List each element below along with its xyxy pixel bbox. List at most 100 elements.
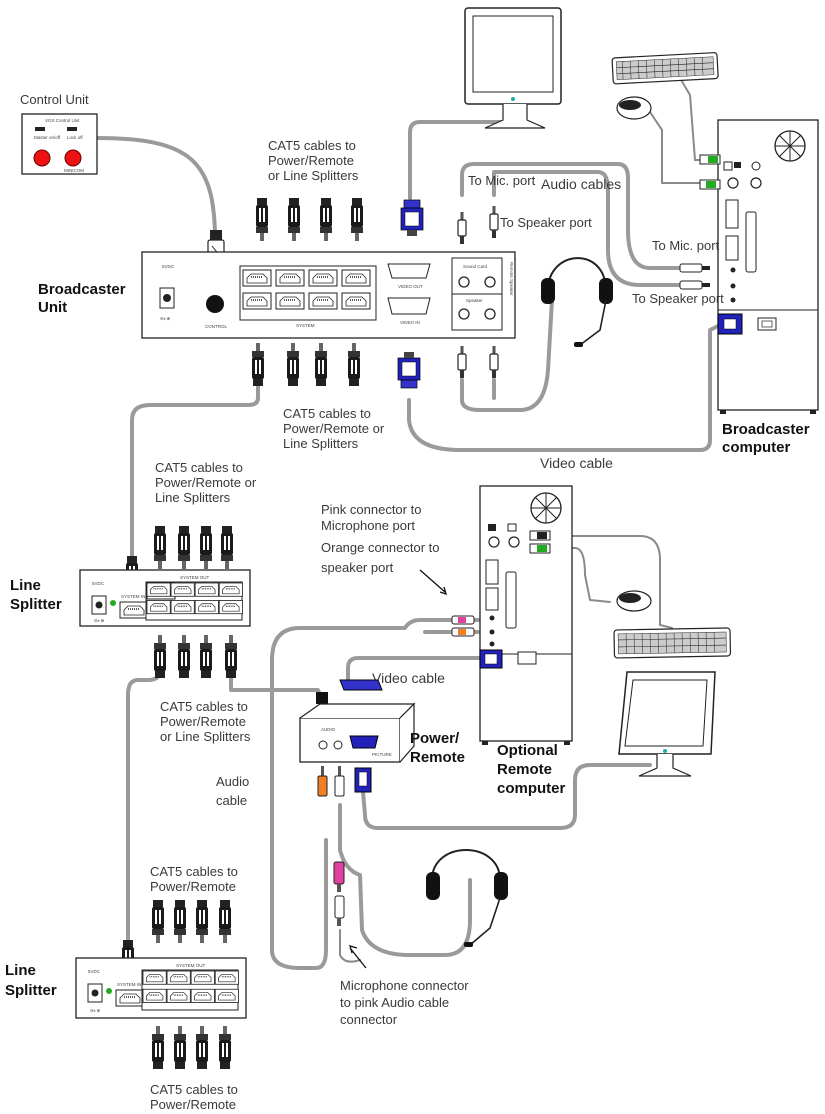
mic-connector-note-1: Microphone connector	[340, 978, 469, 993]
cat5-ls2-top-label-2: Power/Remote	[150, 879, 236, 894]
cat5-ls2-bottom-label-1: CAT5 cables to	[150, 1082, 238, 1097]
monitor-icon	[464, 7, 562, 129]
cat5-top-label-1: CAT5 cables to	[268, 138, 356, 153]
mouse-icon	[616, 590, 652, 612]
vga-connector-icon	[717, 313, 743, 335]
ls2-polarity: ⊖◐⊕	[90, 1008, 100, 1013]
bu-video-in-label: VIDEO IN	[400, 320, 420, 325]
to-speaker-port-right-label: To Speaker port	[632, 291, 724, 306]
pr-audio-label: AUDIO	[321, 727, 336, 732]
line-splitter-1-label-2: Splitter	[10, 596, 62, 613]
headset-icon	[541, 257, 613, 347]
optional-remote-label-3: computer	[497, 780, 566, 797]
cat5-ls1-bottom-label-2: Power/Remote	[160, 714, 246, 729]
line-splitter-2: Line Splitter 5VDC ⊖◐⊕ SYSTEM IN SYSTEM …	[5, 957, 247, 1019]
mouse-icon	[616, 96, 652, 120]
cat5-ls1-bottom-label-3: or Line Splitters	[160, 729, 251, 744]
audio-jack-icon	[317, 766, 345, 797]
to-speaker-port-top-label: To Speaker port	[500, 215, 592, 230]
kb-mouse-connectors-remote	[529, 530, 551, 554]
line-splitter-2-label-2: Splitter	[5, 982, 57, 999]
audio-jack-icon	[333, 861, 345, 926]
vga-connector-icon	[397, 351, 421, 389]
power-remote-unit: AUDIO PICTURE Power/ Remote	[299, 679, 465, 766]
ls1-power-label: 5VDC	[92, 581, 105, 586]
power-remote-label-1: Power/	[410, 730, 460, 747]
headset-icon	[426, 849, 508, 947]
audio-jack-icon	[457, 345, 499, 379]
control-unit-button-1[interactable]	[33, 149, 51, 167]
bu-remote-speaker-label: Remote Speaker	[509, 262, 514, 296]
cat5-ls1-top-label-3: Line Splitters	[155, 490, 231, 505]
vga-connector-icon	[479, 649, 503, 669]
cat5-ls1-top-label-1: CAT5 cables to	[155, 460, 243, 475]
pink-orange-note-2: Microphone port	[321, 518, 415, 533]
optional-remote-label-1: Optional	[497, 742, 558, 759]
bu-system-label: SYSTEM	[296, 323, 315, 328]
audio-jack-icon	[451, 615, 475, 637]
bu-sound-card-label: Sound Card	[463, 264, 488, 269]
control-unit-button-2[interactable]	[64, 149, 82, 167]
control-unit-btn2-label: Lock off	[67, 135, 83, 140]
bu-video-out-label: VIDEO OUT	[398, 284, 423, 289]
cat5-ls1-bottom-label-1: CAT5 cables to	[160, 699, 248, 714]
control-unit-btn1-label: Master on/off	[34, 135, 61, 140]
cat5-ls2-top-label-1: CAT5 cables to	[150, 864, 238, 879]
cat5-mid-label-2: Power/Remote or	[283, 421, 385, 436]
line-splitter-2-label-1: Line	[5, 962, 36, 979]
mic-connector-note-3: connector	[340, 1012, 398, 1027]
ls2-system-in-label: SYSTEM IN	[117, 982, 141, 987]
ls2-system-out-label: SYSTEM OUT	[176, 963, 206, 968]
audio-jack-icon	[679, 263, 710, 290]
fan-grille-icon	[530, 492, 562, 524]
control-unit-panel-label: VGS Control Unit	[45, 118, 80, 123]
control-unit-label: Control Unit	[20, 92, 89, 107]
cat5-top-label-2: Power/Remote	[268, 153, 354, 168]
cat5-plugs-ls1-bottom	[154, 635, 237, 678]
bu-power-polarity: ⊖◐⊕	[160, 316, 170, 321]
cat5-top-label-3: or Line Splitters	[268, 168, 359, 183]
cat5-ls1-top-label-2: Power/Remote or	[155, 475, 257, 490]
video-cable-mid-label: Video cable	[372, 670, 445, 686]
power-remote-label-2: Remote	[410, 749, 465, 766]
broadcaster-unit: Broadcaster Unit 5VDC ⊖◐⊕ CONTROL SYSTEM…	[38, 251, 516, 339]
audio-cable-label-2: cable	[216, 793, 247, 808]
ls2-power-label: 5VDC	[88, 969, 101, 974]
cat5-ls2-bottom-label-2: Power/Remote	[150, 1097, 236, 1112]
broadcaster-computer-label-2: computer	[722, 439, 791, 456]
ls1-polarity: ⊖◐⊕	[94, 618, 104, 623]
monitor-icon	[618, 671, 716, 777]
pink-orange-note-3: Orange connector to	[321, 540, 440, 555]
to-mic-port-right-label: To Mic. port	[652, 238, 720, 253]
fan-grille-icon	[774, 130, 806, 162]
broadcaster-unit-label-2: Unit	[38, 299, 67, 316]
computer-tower-icon	[479, 485, 573, 745]
pink-orange-note-1: Pink connector to	[321, 502, 421, 517]
cat5-plugs-mid	[252, 343, 360, 386]
control-unit-brand: MINICOM	[64, 168, 84, 173]
ls1-system-out-label: SYSTEM OUT	[180, 575, 210, 580]
audio-cables-label: Audio cables	[541, 176, 621, 192]
vga-connector-icon	[400, 199, 424, 237]
to-mic-port-top-label: To Mic. port	[468, 173, 536, 188]
cat5-mid-label-1: CAT5 cables to	[283, 406, 371, 421]
ls1-system-in-label: SYSTEM IN	[121, 594, 145, 599]
kb-mouse-connectors	[699, 154, 721, 190]
bu-speaker-label: Speaker	[466, 298, 483, 303]
video-cable-top-label: Video cable	[540, 455, 613, 471]
pink-orange-note-4: speaker port	[321, 560, 394, 575]
control-unit: Control Unit VGS Control Unit Master on/…	[20, 92, 98, 175]
cat5-plugs-ls2-bottom	[152, 1026, 231, 1069]
broadcaster-computer-label-1: Broadcaster	[722, 421, 810, 438]
vga-connector-icon	[354, 767, 372, 793]
audio-jack-icon	[457, 205, 499, 245]
keyboard-icon	[611, 52, 719, 85]
pr-picture-label: PICTURE	[372, 752, 392, 757]
audio-cable-label-1: Audio	[216, 774, 249, 789]
computer-tower-icon	[717, 119, 819, 414]
broadcaster-unit-label-1: Broadcaster	[38, 281, 126, 298]
optional-remote-label-2: Remote	[497, 761, 552, 778]
mic-connector-note-2: to pink Audio cable	[340, 995, 449, 1010]
cat5-mid-label-3: Line Splitters	[283, 436, 359, 451]
